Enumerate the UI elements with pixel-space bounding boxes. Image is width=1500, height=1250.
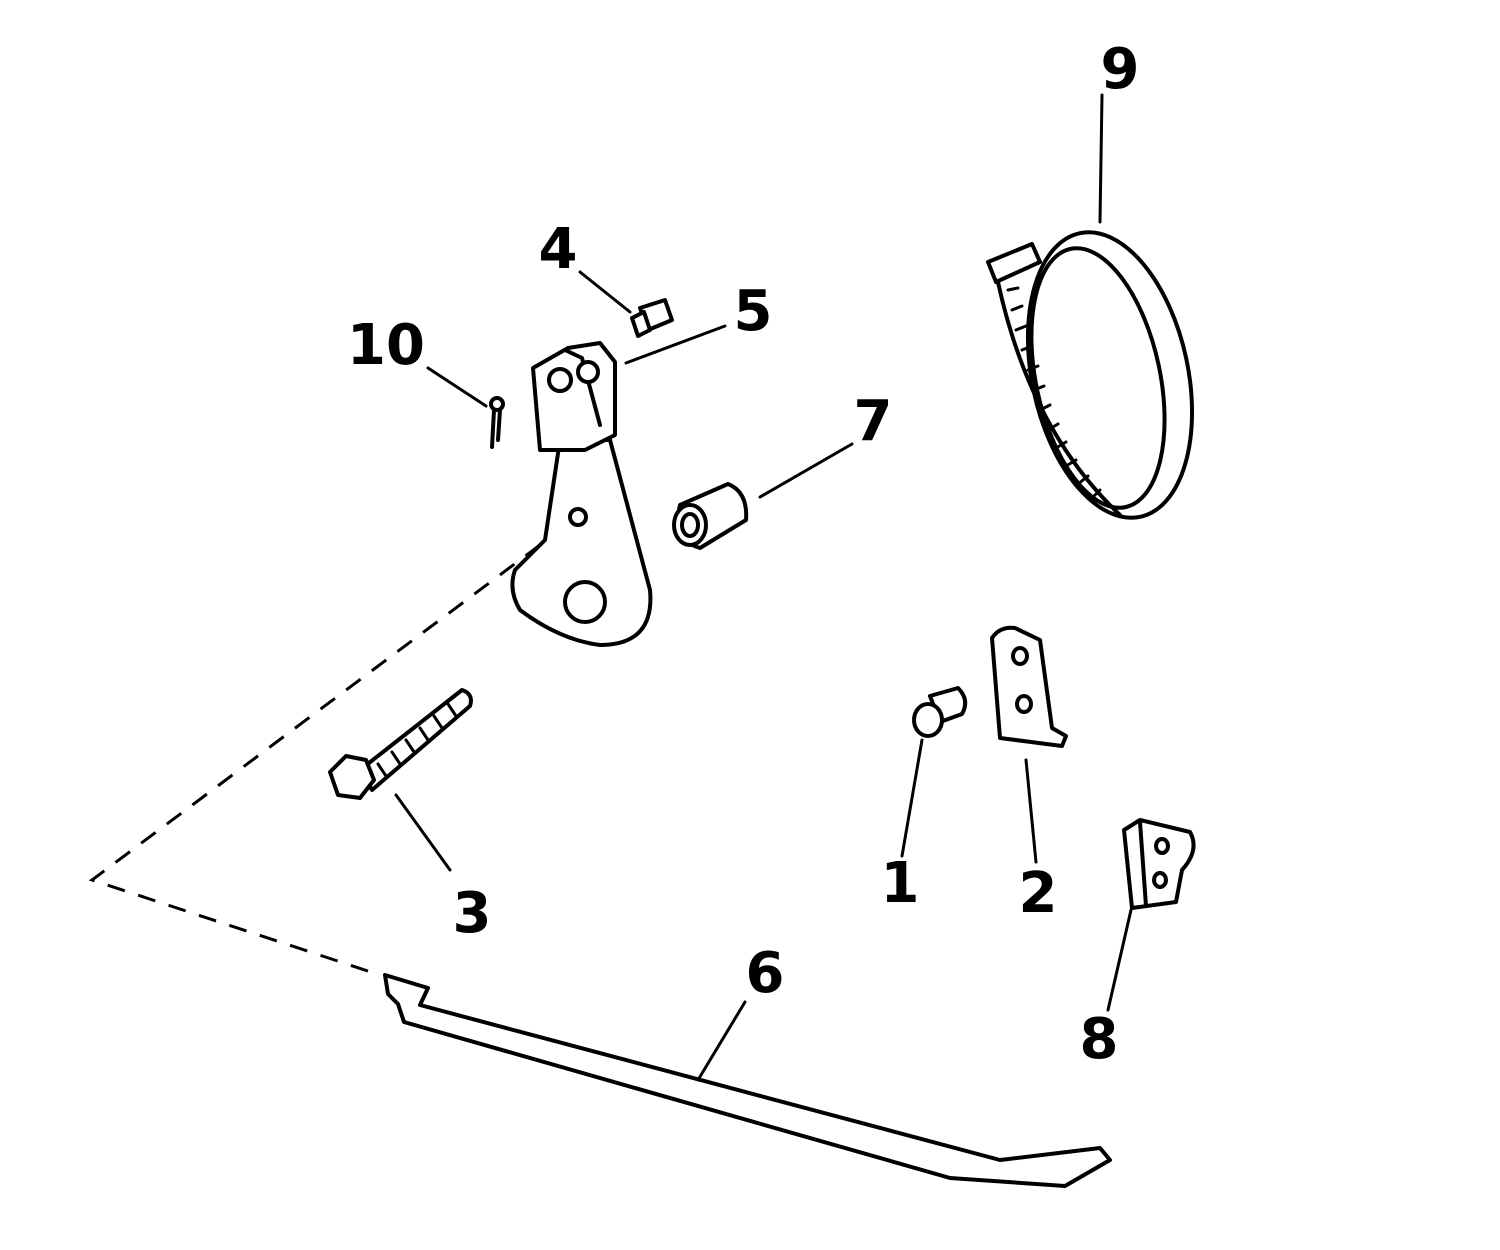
callout-4: 4 (539, 217, 578, 282)
callout-10: 10 (347, 313, 425, 378)
part-bracket-plate (990, 625, 1068, 748)
part-screw (912, 686, 968, 738)
callout-9: 9 (1101, 37, 1140, 102)
callout-3: 3 (453, 881, 492, 946)
leader-lines (394, 93, 1133, 1082)
part-linkage-rod (383, 973, 1112, 1188)
part-small-screw (630, 298, 674, 338)
callout-6: 6 (746, 941, 785, 1006)
callout-2: 2 (1019, 861, 1058, 926)
callout-7: 7 (854, 389, 893, 454)
part-bolt (328, 688, 473, 800)
callout-5: 5 (734, 279, 773, 344)
assembly-dashed-line (88, 543, 541, 977)
callout-8: 8 (1080, 1007, 1119, 1072)
part-clip (1122, 818, 1196, 910)
part-lever-arm (510, 341, 653, 647)
callout-1: 1 (881, 851, 920, 916)
part-cotter-pin (489, 396, 505, 449)
part-bushing (672, 482, 749, 550)
part-hose-clamp (986, 230, 1195, 520)
callout-labels: 9 4 5 10 7 3 1 2 8 6 (347, 37, 1139, 1072)
